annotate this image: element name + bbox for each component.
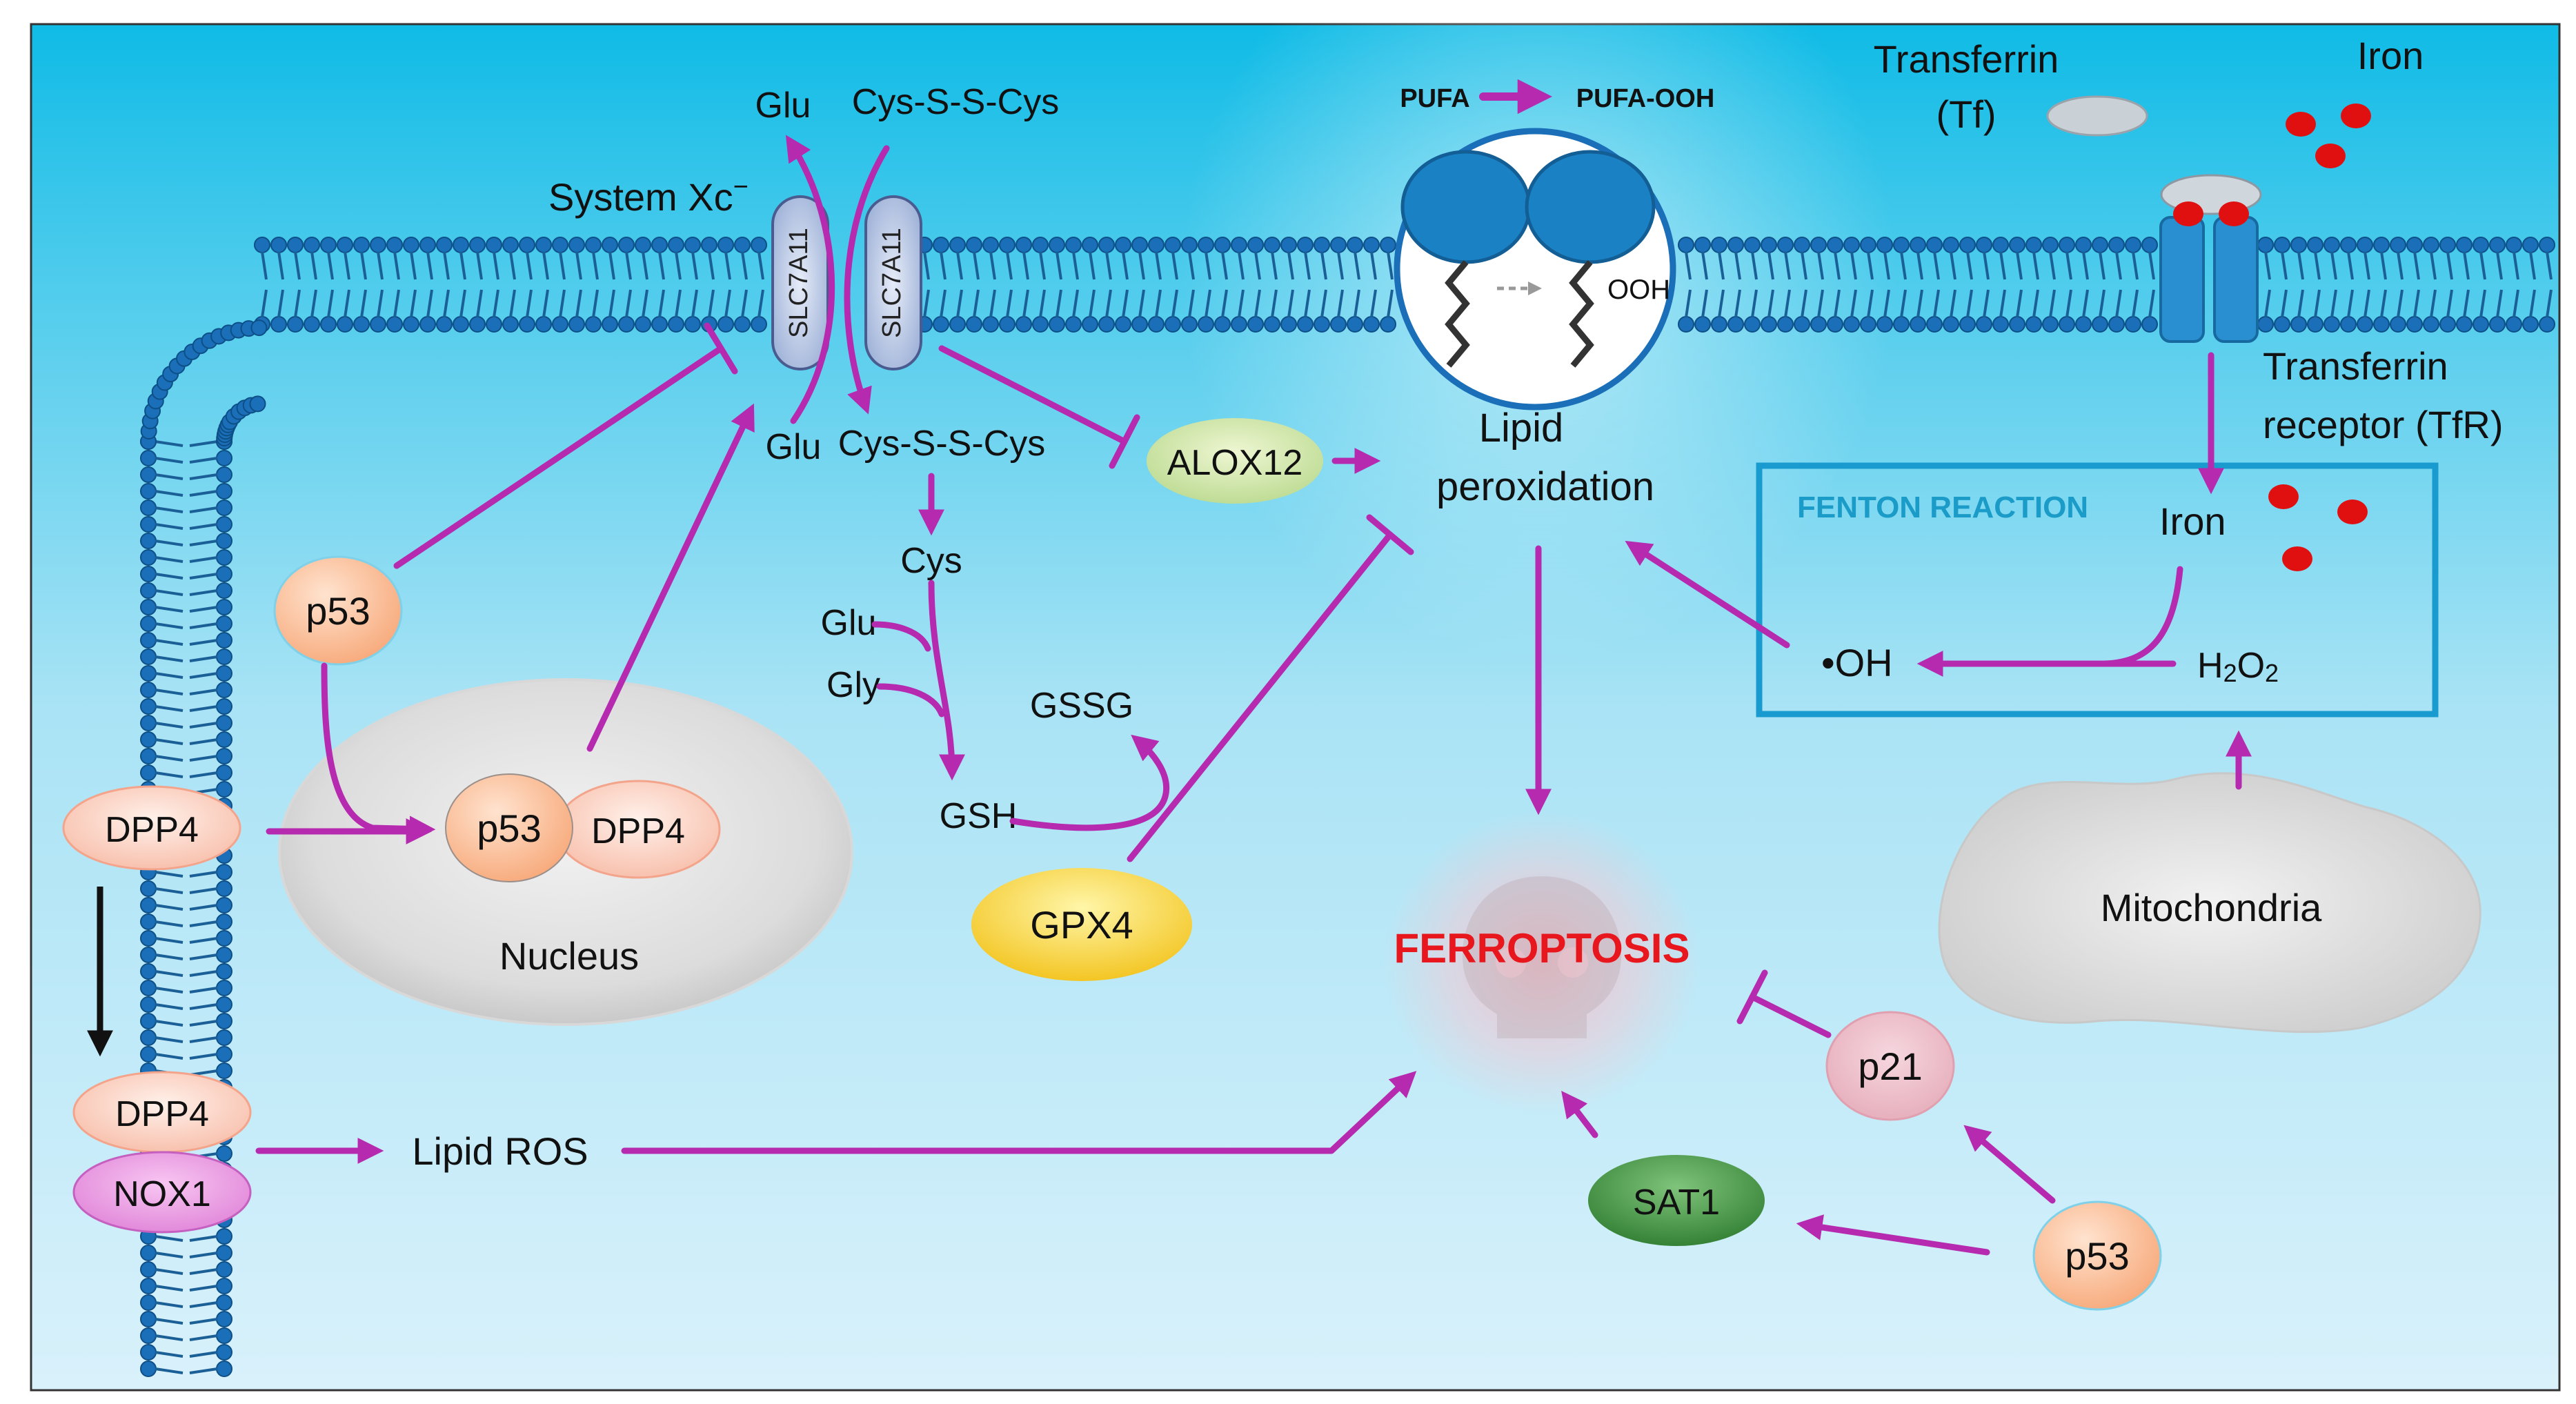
pathway-arrows: [255, 79, 2252, 1256]
gpx4-inhibits-lipid: [1127, 531, 1394, 862]
nucleus-label: Nucleus: [499, 934, 639, 978]
tfr-label-line1: Transferrin: [2263, 344, 2448, 388]
gssg-label: GSSG: [1030, 686, 1133, 726]
cys-ss-cys-in-label: Cys-S-S-Cys: [838, 424, 1045, 464]
p21-inhibits-ferroptosis: [1749, 993, 1832, 1038]
gsh-to-gssg-arrow: [1009, 734, 1170, 831]
glu-in-label: Glu: [766, 427, 822, 467]
dpp4-left-node: [62, 785, 241, 871]
p53-nucleus-node: [445, 773, 573, 882]
slc-inhibits-alox12: [938, 345, 1128, 445]
iron-top-label: Iron: [2357, 34, 2424, 77]
ferroptosis-label: FERROPTOSIS: [1394, 925, 1690, 971]
ferroptosis-glow: [1383, 811, 1701, 1114]
dpp4-left-label: DPP4: [105, 810, 199, 850]
transferrin-label: Transferrin: [1874, 37, 2059, 81]
alox12-label: ALOX12: [1167, 443, 1303, 483]
hydroxyl-radical-label: •OH: [1821, 641, 1893, 684]
cys-to-gsh-arrow: [928, 580, 965, 781]
p53-left-label: p53: [306, 589, 370, 633]
slc-inhibits-alox12-bar: [1109, 414, 1140, 469]
fenton-title: FENTON REACTION: [1797, 491, 2088, 524]
fenton-reaction-box: [1756, 462, 2439, 718]
glu-out-label: Glu: [755, 86, 811, 126]
slc7a11-left-label: SLC7A11: [784, 228, 813, 338]
p53-left-node: [273, 555, 403, 666]
gsh-label: GSH: [940, 796, 1018, 836]
glu-gsh-label: Glu: [821, 603, 877, 643]
ros-to-ferroptosis-arrow: [621, 1071, 1417, 1154]
skull-icon: [1463, 876, 1621, 1038]
transferrin-receptor: [2159, 174, 2262, 343]
nox1-label: NOX1: [113, 1174, 211, 1214]
cys-label: Cys: [900, 541, 962, 581]
lipid-bilayer-icon: [1394, 128, 1676, 411]
mitochondria-shape: [1938, 772, 2481, 1034]
complex-to-slc-arrow: [586, 403, 755, 752]
p21-label: p21: [1858, 1045, 1922, 1088]
alox12-node: [1147, 418, 1323, 504]
p21-node: [1825, 1011, 1955, 1121]
transferrin-shape: [2046, 95, 2148, 137]
oh-to-lipid-arrow: [1625, 540, 1790, 649]
dpp4-nucleus-label: DPP4: [591, 811, 685, 851]
gpx4-node: [971, 868, 1192, 981]
lipid-peroxidation-label-2: peroxidation: [1436, 464, 1654, 509]
fenton-iron-label: Iron: [2159, 500, 2226, 543]
transferrin-abbrev: (Tf): [1936, 92, 1996, 136]
gly-label: Gly: [826, 665, 880, 705]
sat1-node: [1588, 1155, 1765, 1246]
ooh-label: OOH: [1607, 275, 1670, 305]
lipid-ros-label: Lipid ROS: [412, 1129, 588, 1173]
hydrogen-peroxide-label: H2O2: [2197, 646, 2279, 687]
pufa-ooh-label: PUFA-OOH: [1576, 84, 1715, 113]
fenton-iron-dots: [2268, 484, 2368, 571]
gpx4-label: GPX4: [1030, 903, 1133, 947]
cys-ss-cys-out-label: Cys-S-S-Cys: [852, 82, 1059, 122]
system-xc-label: System Xc−: [548, 172, 749, 219]
slc7a11-transporter: [771, 195, 922, 370]
cystine-import-arrow: [844, 145, 890, 415]
glu-export-arrow: [785, 135, 835, 424]
p53-right-label: p53: [2065, 1234, 2129, 1278]
sat1-label: SAT1: [1633, 1183, 1720, 1223]
p53-inhibits-slc: [393, 345, 724, 569]
pufa-label: PUFA: [1400, 84, 1469, 113]
p21-inhibits-ferroptosis-bar: [1736, 969, 1768, 1025]
p53-right-node: [2032, 1200, 2162, 1311]
iron-top-dots: [2286, 103, 2371, 168]
gly-merge: [876, 683, 945, 718]
mitochondria-label: Mitochondria: [2101, 886, 2322, 929]
tfr-label-line2: receptor (TfR): [2263, 403, 2504, 446]
p53-to-nucleus-arrow: [321, 662, 436, 842]
p53-inhibits-slc-bar: [704, 322, 738, 375]
glu-merge: [871, 621, 931, 652]
lipid-peroxidation-label-1: Lipid: [1479, 406, 1564, 451]
p53-nucleus-label: p53: [477, 807, 541, 850]
sat1-to-ferroptosis-arrow: [1561, 1090, 1598, 1138]
p53-to-sat1-arrow: [1796, 1214, 1990, 1256]
p53-to-p21-arrow: [1963, 1125, 2056, 1204]
gpx4-inhibits-lipid-bar: [1366, 514, 1414, 555]
dpp4-lower-label: DPP4: [115, 1094, 209, 1134]
nox1-node: [72, 1151, 252, 1234]
slc7a11-right-label: SLC7A11: [878, 228, 906, 338]
